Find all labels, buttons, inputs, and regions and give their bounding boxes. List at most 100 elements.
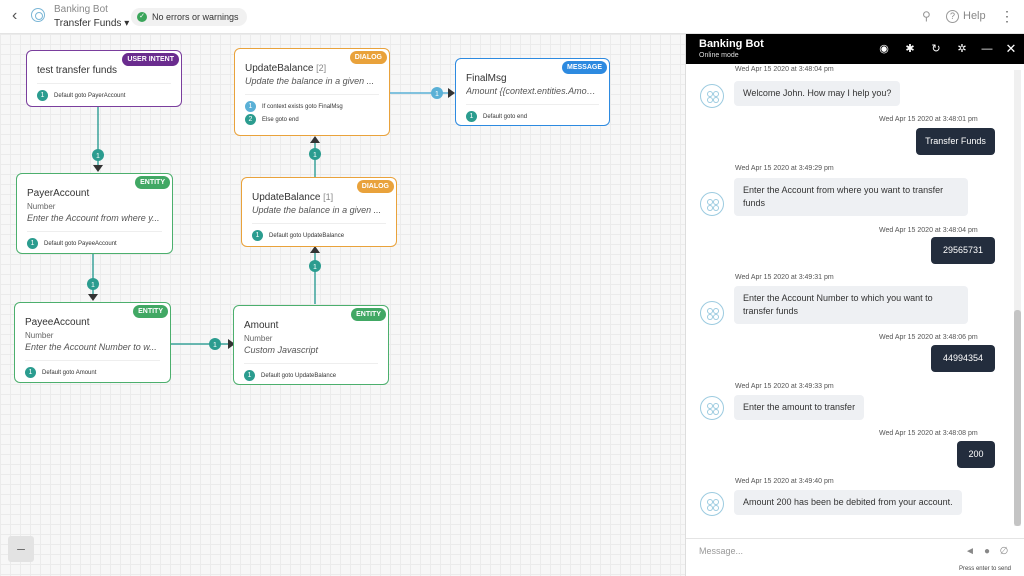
message-timestamp: Wed Apr 15 2020 at 3:49:29 pm — [735, 165, 834, 172]
node-description: Custom Javascript — [244, 345, 319, 355]
chat-header: Banking Bot Online mode ◉ ✱ ↻ ✲ — ✕ — [686, 34, 1024, 64]
rule-text: Default goto PayerAccount — [54, 92, 126, 99]
node-title-text: UpdateBalance — [252, 192, 321, 203]
close-icon[interactable]: ✕ — [1005, 41, 1017, 56]
chat-messages[interactable]: Wed Apr 15 2020 at 3:48:04 pm Welcome Jo… — [686, 64, 1024, 538]
rule-number: 2 — [245, 114, 256, 125]
rule-text: Default goto PayeeAccount — [44, 240, 117, 247]
rule-row: 1 Default goto PayerAccount — [37, 89, 171, 102]
message-timestamp: Wed Apr 15 2020 at 3:49:31 pm — [735, 274, 834, 281]
bot-message: Amount 200 has been be debited from your… — [734, 490, 962, 515]
node-user-intent[interactable]: USER INTENT test transfer funds 1 Defaul… — [26, 50, 182, 107]
node-type-tag: ENTITY — [351, 308, 386, 321]
attachment-icon[interactable]: ∅ — [999, 546, 1009, 557]
message-timestamp: Wed Apr 15 2020 at 3:48:04 pm — [879, 227, 978, 234]
top-header: ‹ Banking Bot Transfer Funds ▾ ✓ No erro… — [0, 0, 1024, 34]
rule-number: 1 — [27, 238, 38, 249]
node-final-msg[interactable]: MESSAGE FinalMsg Amount {{context.entiti… — [455, 58, 610, 126]
rule-number: 1 — [466, 111, 477, 122]
node-title: Amount — [244, 320, 279, 331]
rule-text: If context exists goto FinalMsg — [262, 103, 343, 110]
node-update-balance-1[interactable]: DIALOG UpdateBalance [1] Update the bala… — [241, 177, 397, 247]
help-icon[interactable]: ? — [946, 10, 959, 23]
message-timestamp: Wed Apr 15 2020 at 3:48:06 pm — [879, 334, 978, 341]
message-timestamp: Wed Apr 15 2020 at 3:48:04 pm — [735, 66, 834, 73]
node-title: UpdateBalance [2] — [245, 63, 379, 74]
user-message: 200 — [957, 441, 995, 468]
rule-number: 1 — [25, 367, 36, 378]
more-menu-icon[interactable]: ⋮ — [1000, 8, 1014, 24]
rule-number: 1 — [245, 101, 256, 112]
scrollbar-thumb[interactable] — [1014, 310, 1021, 526]
node-description: Update the balance in a given ... — [252, 205, 382, 215]
user-message: 29565731 — [931, 237, 995, 264]
user-message: 44994354 — [931, 345, 995, 372]
node-type-tag: DIALOG — [349, 51, 387, 64]
rule-row: 1 If context exists goto FinalMsg — [245, 100, 379, 113]
chat-title: Banking Bot — [699, 38, 764, 50]
node-type-tag: ENTITY — [135, 176, 170, 189]
bot-message: Enter the amount to transfer — [734, 395, 865, 420]
node-rules: 1 If context exists goto FinalMsg 2 Else… — [245, 94, 379, 126]
node-description: Amount {{context.entities.Amou... — [466, 86, 599, 96]
rule-number: 1 — [244, 370, 255, 381]
bot-avatar-icon — [700, 84, 724, 108]
status-badge: ✓ No errors or warnings — [131, 8, 247, 26]
minimize-icon[interactable]: — — [981, 43, 993, 55]
chat-mode: Online mode — [699, 52, 739, 59]
node-type-tag: ENTITY — [133, 305, 168, 318]
node-index: [2] — [316, 63, 327, 73]
node-amount[interactable]: ENTITY Amount Number Custom Javascript 1… — [233, 305, 389, 385]
node-payer-account[interactable]: ENTITY PayerAccount Number Enter the Acc… — [16, 173, 173, 254]
debug-bug-icon[interactable]: ✱ — [905, 43, 915, 55]
message-input-placeholder: Message... — [699, 546, 744, 556]
bot-message: Enter the Account Number to which you wa… — [734, 286, 968, 324]
refresh-icon[interactable]: ↻ — [931, 43, 941, 55]
check-circle-icon: ✓ — [137, 12, 147, 22]
rule-text: Default goto UpdateBalance — [261, 372, 337, 379]
node-title: FinalMsg — [466, 73, 507, 84]
rule-number: 1 — [252, 230, 263, 241]
bot-message: Enter the Account from where you want to… — [734, 178, 968, 216]
node-title: PayeeAccount — [25, 317, 90, 328]
bot-avatar-icon — [700, 492, 724, 516]
bot-name: Banking Bot — [54, 4, 108, 15]
bot-avatar-icon — [700, 396, 724, 420]
node-rules: 1 Default goto end — [466, 104, 599, 123]
rule-row: 1 Default goto UpdateBalance — [244, 369, 378, 382]
node-entity-type: Number — [25, 331, 54, 340]
rule-text: Default goto UpdateBalance — [269, 232, 345, 239]
rule-text: Default goto end — [483, 113, 528, 120]
node-rules: 1 Default goto PayerAccount — [37, 83, 171, 102]
rule-text: Default goto Amount — [42, 369, 97, 376]
record-icon[interactable]: ◉ — [879, 43, 889, 55]
node-description: Enter the Account Number to w... — [25, 342, 157, 352]
help-link[interactable]: Help — [963, 10, 986, 22]
node-title: PayerAccount — [27, 188, 90, 199]
user-message: Transfer Funds — [916, 128, 995, 155]
status-text: No errors or warnings — [152, 12, 239, 22]
node-title-text: UpdateBalance — [245, 63, 314, 74]
microphone-icon[interactable]: ● — [983, 546, 991, 557]
node-rules: 1 Default goto PayeeAccount — [27, 231, 162, 250]
flow-selector[interactable]: Transfer Funds ▾ — [54, 18, 130, 29]
node-type-tag: MESSAGE — [561, 61, 607, 74]
chat-scrollbar[interactable] — [1014, 70, 1021, 526]
rule-row: 2 Else goto end — [245, 113, 379, 126]
rule-text: Else goto end — [262, 116, 299, 123]
node-payee-account[interactable]: ENTITY PayeeAccount Number Enter the Acc… — [14, 302, 171, 383]
speaker-icon[interactable]: ◄ — [965, 546, 975, 557]
settings-gear-icon[interactable]: ✲ — [957, 43, 967, 55]
chat-panel: Banking Bot Online mode ◉ ✱ ↻ ✲ — ✕ Wed … — [685, 34, 1024, 576]
back-arrow-icon[interactable]: ‹ — [12, 7, 18, 24]
node-index: [1] — [323, 192, 334, 202]
node-update-balance-2[interactable]: DIALOG UpdateBalance [2] Update the bala… — [234, 48, 390, 136]
rule-row: 1 Default goto UpdateBalance — [252, 229, 386, 242]
message-input[interactable]: Message... ◄ ● ∅ — [686, 538, 1024, 564]
node-title: UpdateBalance [1] — [252, 192, 386, 203]
message-timestamp: Wed Apr 15 2020 at 3:49:33 pm — [735, 383, 834, 390]
rule-row: 1 Default goto PayeeAccount — [27, 237, 162, 250]
node-description: Update the balance in a given ... — [245, 76, 375, 86]
zoom-out-button[interactable]: – — [8, 536, 34, 562]
search-icon[interactable]: ⚲ — [922, 9, 931, 23]
